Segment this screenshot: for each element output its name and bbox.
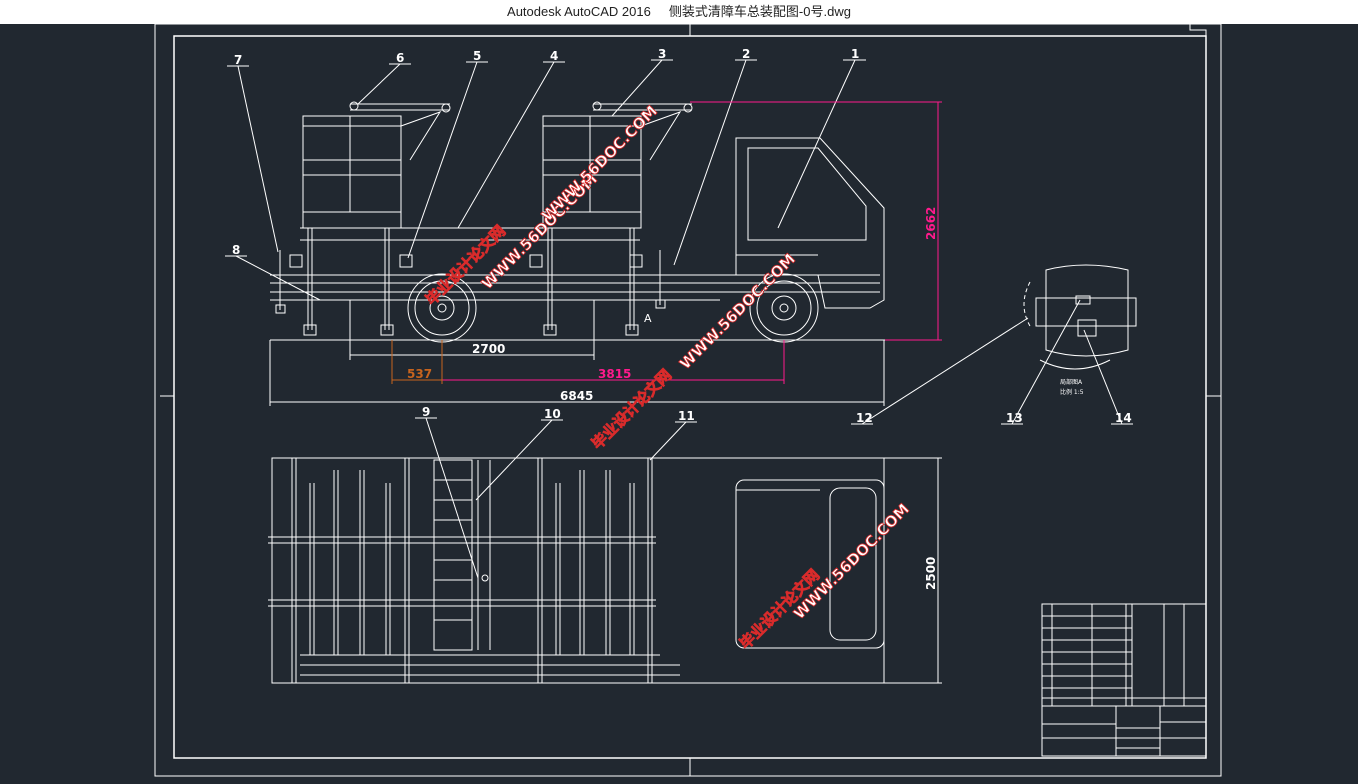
balloon-13: 13 xyxy=(1006,411,1023,425)
sheet-inner-border xyxy=(173,35,1207,759)
side-view xyxy=(270,101,885,343)
watermark-url-2: WWW.56DOC.COM xyxy=(538,102,661,225)
balloon-6: 6 xyxy=(396,51,404,65)
top-view xyxy=(268,457,885,684)
dim-overall-width: 2500 xyxy=(924,557,938,590)
balloon-2: 2 xyxy=(742,47,750,61)
watermark-url-4: WWW.56DOC.COM xyxy=(790,500,913,623)
balloon-7: 7 xyxy=(234,53,242,67)
leader-lines xyxy=(225,59,1133,579)
drawing-canvas[interactable]: 2700 537 3815 6845 2662 2500 A 局部图A 比例 1… xyxy=(0,23,1358,779)
balloon-9: 9 xyxy=(422,405,430,419)
dim-wheelbase: 2700 xyxy=(472,342,505,356)
app-name: Autodesk AutoCAD 2016 xyxy=(507,4,651,19)
balloon-14: 14 xyxy=(1115,411,1132,425)
balloon-4: 4 xyxy=(550,49,558,63)
watermarks: 毕业设计论文网 WWW.56DOC.COM WWW.56DOC.COM WWW.… xyxy=(422,102,914,654)
window-title-bar: Autodesk AutoCAD 2016 侧装式清障车总装配图-0号.dwg xyxy=(0,0,1358,24)
balloon-1: 1 xyxy=(851,47,859,61)
title-block xyxy=(1041,603,1207,757)
dim-front-offset: 537 xyxy=(407,367,432,381)
dim-overall-length: 6845 xyxy=(560,389,593,403)
balloon-3: 3 xyxy=(658,47,666,61)
dimensions: 2700 537 3815 6845 2662 2500 A 局部图A 比例 1… xyxy=(269,101,1084,684)
detail-scale: 比例 1:5 xyxy=(1060,388,1084,396)
dim-rear-span: 3815 xyxy=(598,367,631,381)
detail-view-a xyxy=(1023,264,1137,370)
part-balloons: 1 2 3 4 5 6 7 8 9 10 11 12 13 14 xyxy=(232,47,1132,425)
detail-letter: A xyxy=(644,312,652,325)
balloon-8: 8 xyxy=(232,243,240,257)
balloon-11: 11 xyxy=(678,409,695,423)
dim-overall-height: 2662 xyxy=(924,207,938,240)
watermark-url-3: WWW.56DOC.COM xyxy=(676,250,799,373)
balloon-5: 5 xyxy=(473,49,481,63)
balloon-12: 12 xyxy=(856,411,873,425)
sheet-outer-border xyxy=(154,23,1222,777)
balloon-10: 10 xyxy=(544,407,561,421)
detail-caption: 局部图A xyxy=(1060,378,1083,386)
file-name: 侧装式清障车总装配图-0号.dwg xyxy=(668,4,851,19)
